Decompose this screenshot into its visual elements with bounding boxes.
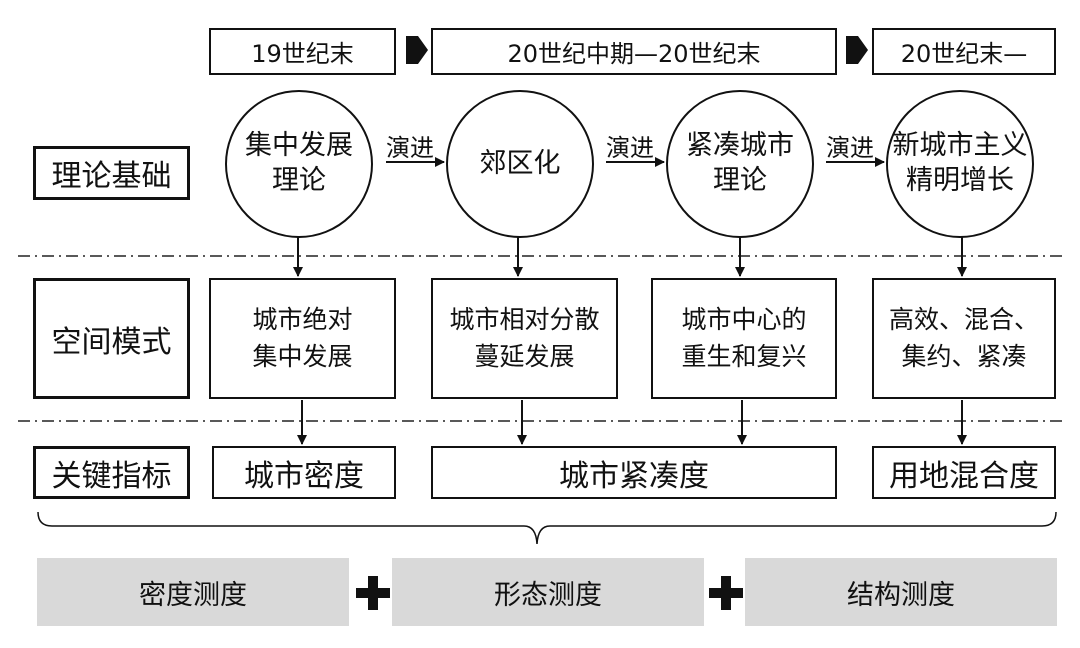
row-label-indicator: 关键指标 bbox=[33, 446, 190, 499]
theory-circle-concentration: 集中发展 理论 bbox=[225, 90, 373, 238]
space-mode-text: 城市绝对 集中发展 bbox=[252, 305, 353, 371]
measure-text: 结构测度 bbox=[847, 579, 955, 611]
era-box-mid-20th-century: 20世纪中期—20世纪末 bbox=[431, 28, 837, 75]
measure-text: 密度测度 bbox=[139, 579, 247, 611]
theory-text: 新城市主义 精明增长 bbox=[892, 130, 1028, 196]
era-box-19th-century: 19世纪末 bbox=[209, 28, 396, 75]
era-arrow-2 bbox=[846, 36, 868, 64]
indicator-text: 用地混合度 bbox=[889, 458, 1039, 494]
space-mode-box-1: 城市绝对 集中发展 bbox=[209, 278, 396, 399]
space-mode-box-4: 高效、混合、 集约、紧凑 bbox=[872, 278, 1056, 399]
indicator-box-compactness: 城市紧凑度 bbox=[431, 446, 837, 499]
measure-text: 形态测度 bbox=[494, 579, 602, 611]
row-label-theory: 理论基础 bbox=[33, 146, 190, 200]
row-label-text: 关键指标 bbox=[51, 458, 172, 494]
plus-icon bbox=[356, 576, 390, 610]
indicator-text: 城市密度 bbox=[244, 458, 364, 494]
theory-circle-suburbanization: 郊区化 bbox=[446, 90, 594, 238]
space-mode-text: 城市中心的 重生和复兴 bbox=[681, 305, 807, 371]
theory-circle-new-urbanism: 新城市主义 精明增长 bbox=[886, 90, 1034, 238]
space-mode-box-2: 城市相对分散 蔓延发展 bbox=[431, 278, 618, 399]
space-mode-text: 城市相对分散 蔓延发展 bbox=[449, 305, 600, 371]
era-label: 19世纪末 bbox=[251, 40, 354, 68]
indicator-box-land-mix: 用地混合度 bbox=[872, 446, 1056, 499]
measure-box-structure: 结构测度 bbox=[745, 558, 1057, 626]
evolution-label: 演进 bbox=[386, 134, 434, 162]
theory-text: 紧凑城市 理论 bbox=[686, 130, 794, 196]
theory-text: 集中发展 理论 bbox=[245, 130, 353, 196]
era-label: 20世纪中期—20世纪末 bbox=[507, 40, 761, 68]
measure-box-form: 形态测度 bbox=[392, 558, 704, 626]
indicator-box-density: 城市密度 bbox=[212, 446, 396, 499]
evolution-label: 演进 bbox=[606, 134, 654, 162]
space-mode-box-3: 城市中心的 重生和复兴 bbox=[651, 278, 837, 399]
row-label-text: 空间模式 bbox=[51, 324, 172, 360]
row-label-text: 理论基础 bbox=[51, 159, 172, 194]
plus-icon bbox=[709, 576, 743, 610]
theory-circle-compact-city: 紧凑城市 理论 bbox=[666, 90, 814, 238]
indicator-text: 城市紧凑度 bbox=[559, 458, 709, 494]
theory-text: 郊区化 bbox=[479, 147, 561, 179]
row-label-space: 空间模式 bbox=[33, 278, 190, 399]
brace bbox=[37, 511, 1057, 545]
era-box-late-20th-century: 20世纪末— bbox=[872, 28, 1056, 75]
space-mode-text: 高效、混合、 集约、紧凑 bbox=[888, 305, 1039, 371]
era-label: 20世纪末— bbox=[900, 40, 1028, 68]
era-arrow-1 bbox=[406, 36, 428, 64]
measure-box-density: 密度测度 bbox=[37, 558, 349, 626]
evolution-label: 演进 bbox=[826, 134, 874, 162]
